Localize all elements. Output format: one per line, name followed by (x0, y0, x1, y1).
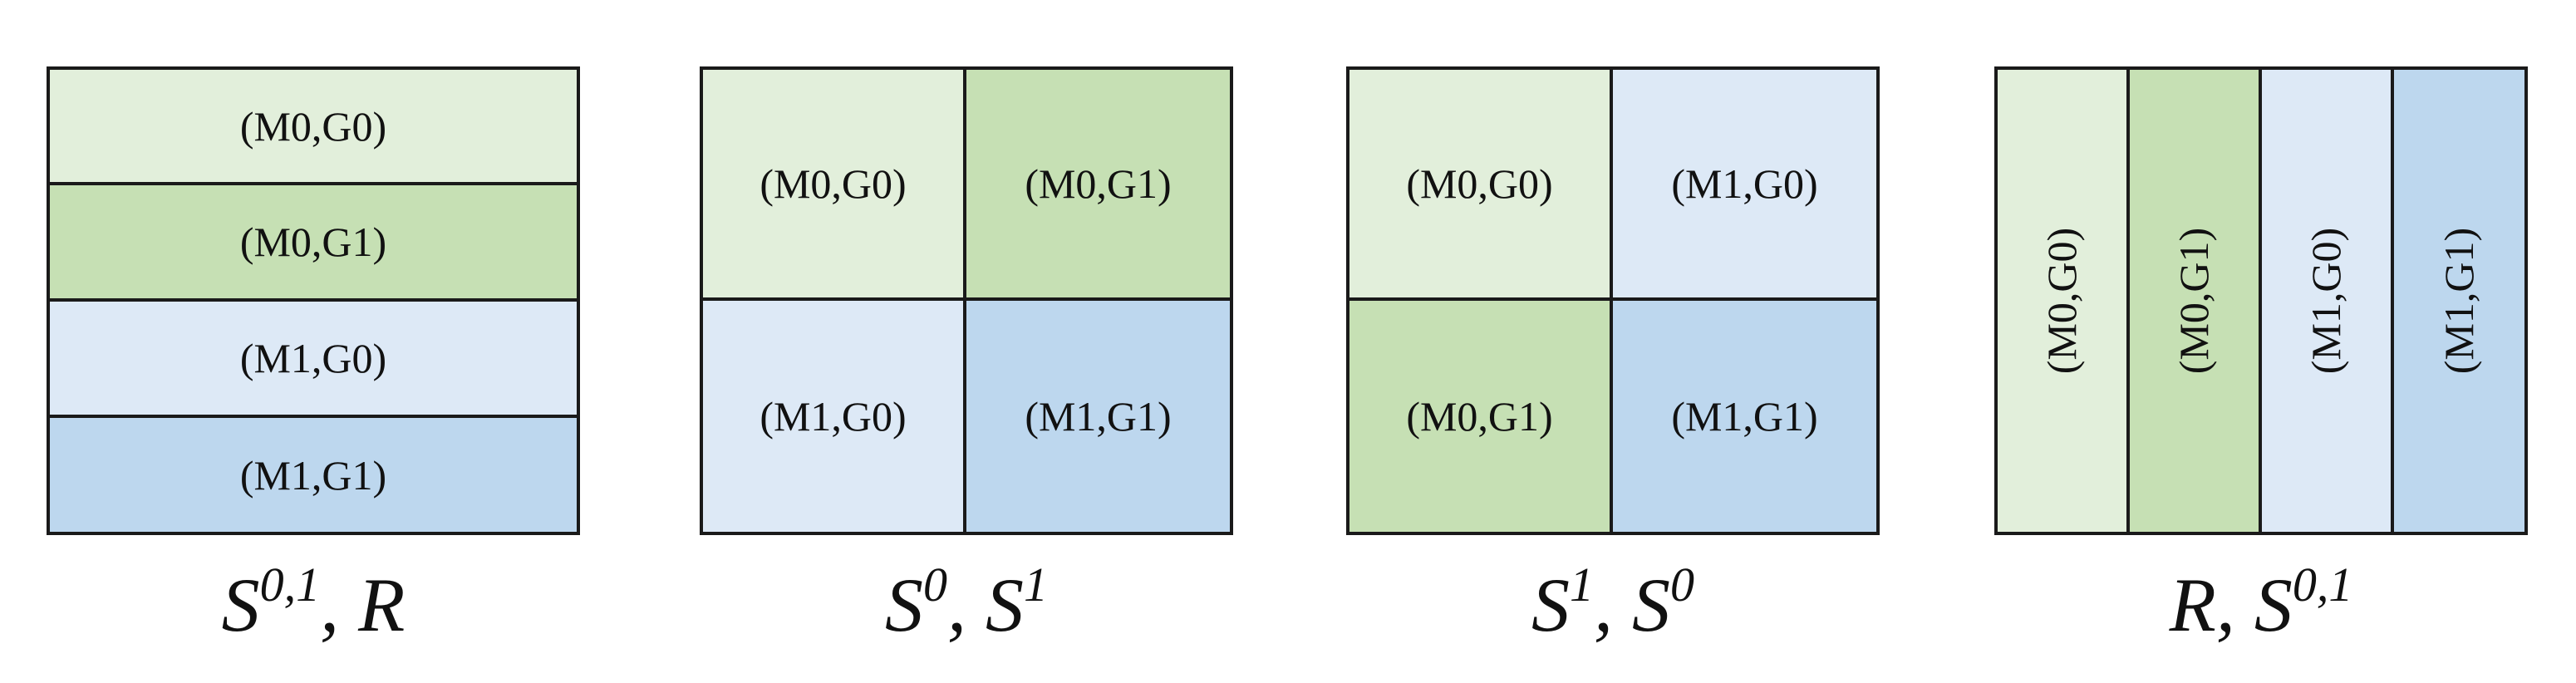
cell-label: (M0,G0) (2038, 227, 2086, 375)
cell-label: (M0,G1) (1025, 160, 1172, 207)
caption-panel-4: R, S0,1 (2169, 558, 2353, 647)
cell-m0-g1: (M0,G1) (966, 70, 1230, 301)
cell-label: (M0,G0) (760, 160, 907, 207)
cell-label: (M0,G1) (239, 219, 387, 265)
panel-r-s01: (M0,G0) (M0,G1) (M1,G0) (M1,G1) (1994, 66, 2528, 535)
cell-m1-g0: (M1,G0) (1613, 70, 1876, 301)
cell-m0-g0: (M0,G0) (50, 70, 577, 185)
cell-label: (M0,G0) (1406, 160, 1553, 207)
cell-label: (M1,G1) (2436, 227, 2483, 375)
panel-s0-s1: (M0,G0) (M0,G1) (M1,G0) (M1,G1) (700, 66, 1233, 535)
cell-label: (M1,G0) (239, 335, 387, 381)
cell-label: (M1,G1) (239, 451, 387, 499)
cell-m0-g1: (M0,G1) (50, 185, 577, 302)
cell-m1-g1: (M1,G1) (2394, 70, 2524, 532)
caption-panel-3: S1, S0 (1531, 558, 1694, 647)
panel-s1-s0: (M0,G0) (M1,G0) (M0,G1) (M1,G1) (1346, 66, 1880, 535)
cell-m1-g1: (M1,G1) (50, 418, 577, 532)
cell-label: (M1,G1) (1671, 393, 1818, 440)
cell-label: (M0,G1) (1406, 393, 1553, 440)
cell-m1-g1: (M1,G1) (966, 301, 1230, 532)
cell-m0-g0: (M0,G0) (1998, 70, 2130, 532)
cell-label: (M1,G1) (1025, 393, 1172, 440)
caption-panel-2: S0, S1 (885, 558, 1048, 647)
panel-s01-r: (M0,G0) (M0,G1) (M1,G0) (M1,G1) (47, 66, 580, 535)
cell-m0-g0: (M0,G0) (1349, 70, 1613, 301)
cell-label: (M1,G0) (1671, 160, 1818, 207)
cell-m1-g0: (M1,G0) (2262, 70, 2394, 532)
cell-label: (M1,G0) (760, 393, 907, 440)
cell-m1-g1: (M1,G1) (1613, 301, 1876, 532)
cell-label: (M0,G1) (2170, 227, 2218, 375)
cell-m0-g0: (M0,G0) (703, 70, 966, 301)
cell-m0-g1: (M0,G1) (2130, 70, 2262, 532)
caption-panel-1: S0,1, R (221, 558, 406, 647)
cell-m1-g0: (M1,G0) (703, 301, 966, 532)
cell-m1-g0: (M1,G0) (50, 302, 577, 418)
cell-label: (M0,G0) (239, 102, 387, 150)
cell-m0-g1: (M0,G1) (1349, 301, 1613, 532)
cell-label: (M1,G0) (2303, 227, 2350, 375)
